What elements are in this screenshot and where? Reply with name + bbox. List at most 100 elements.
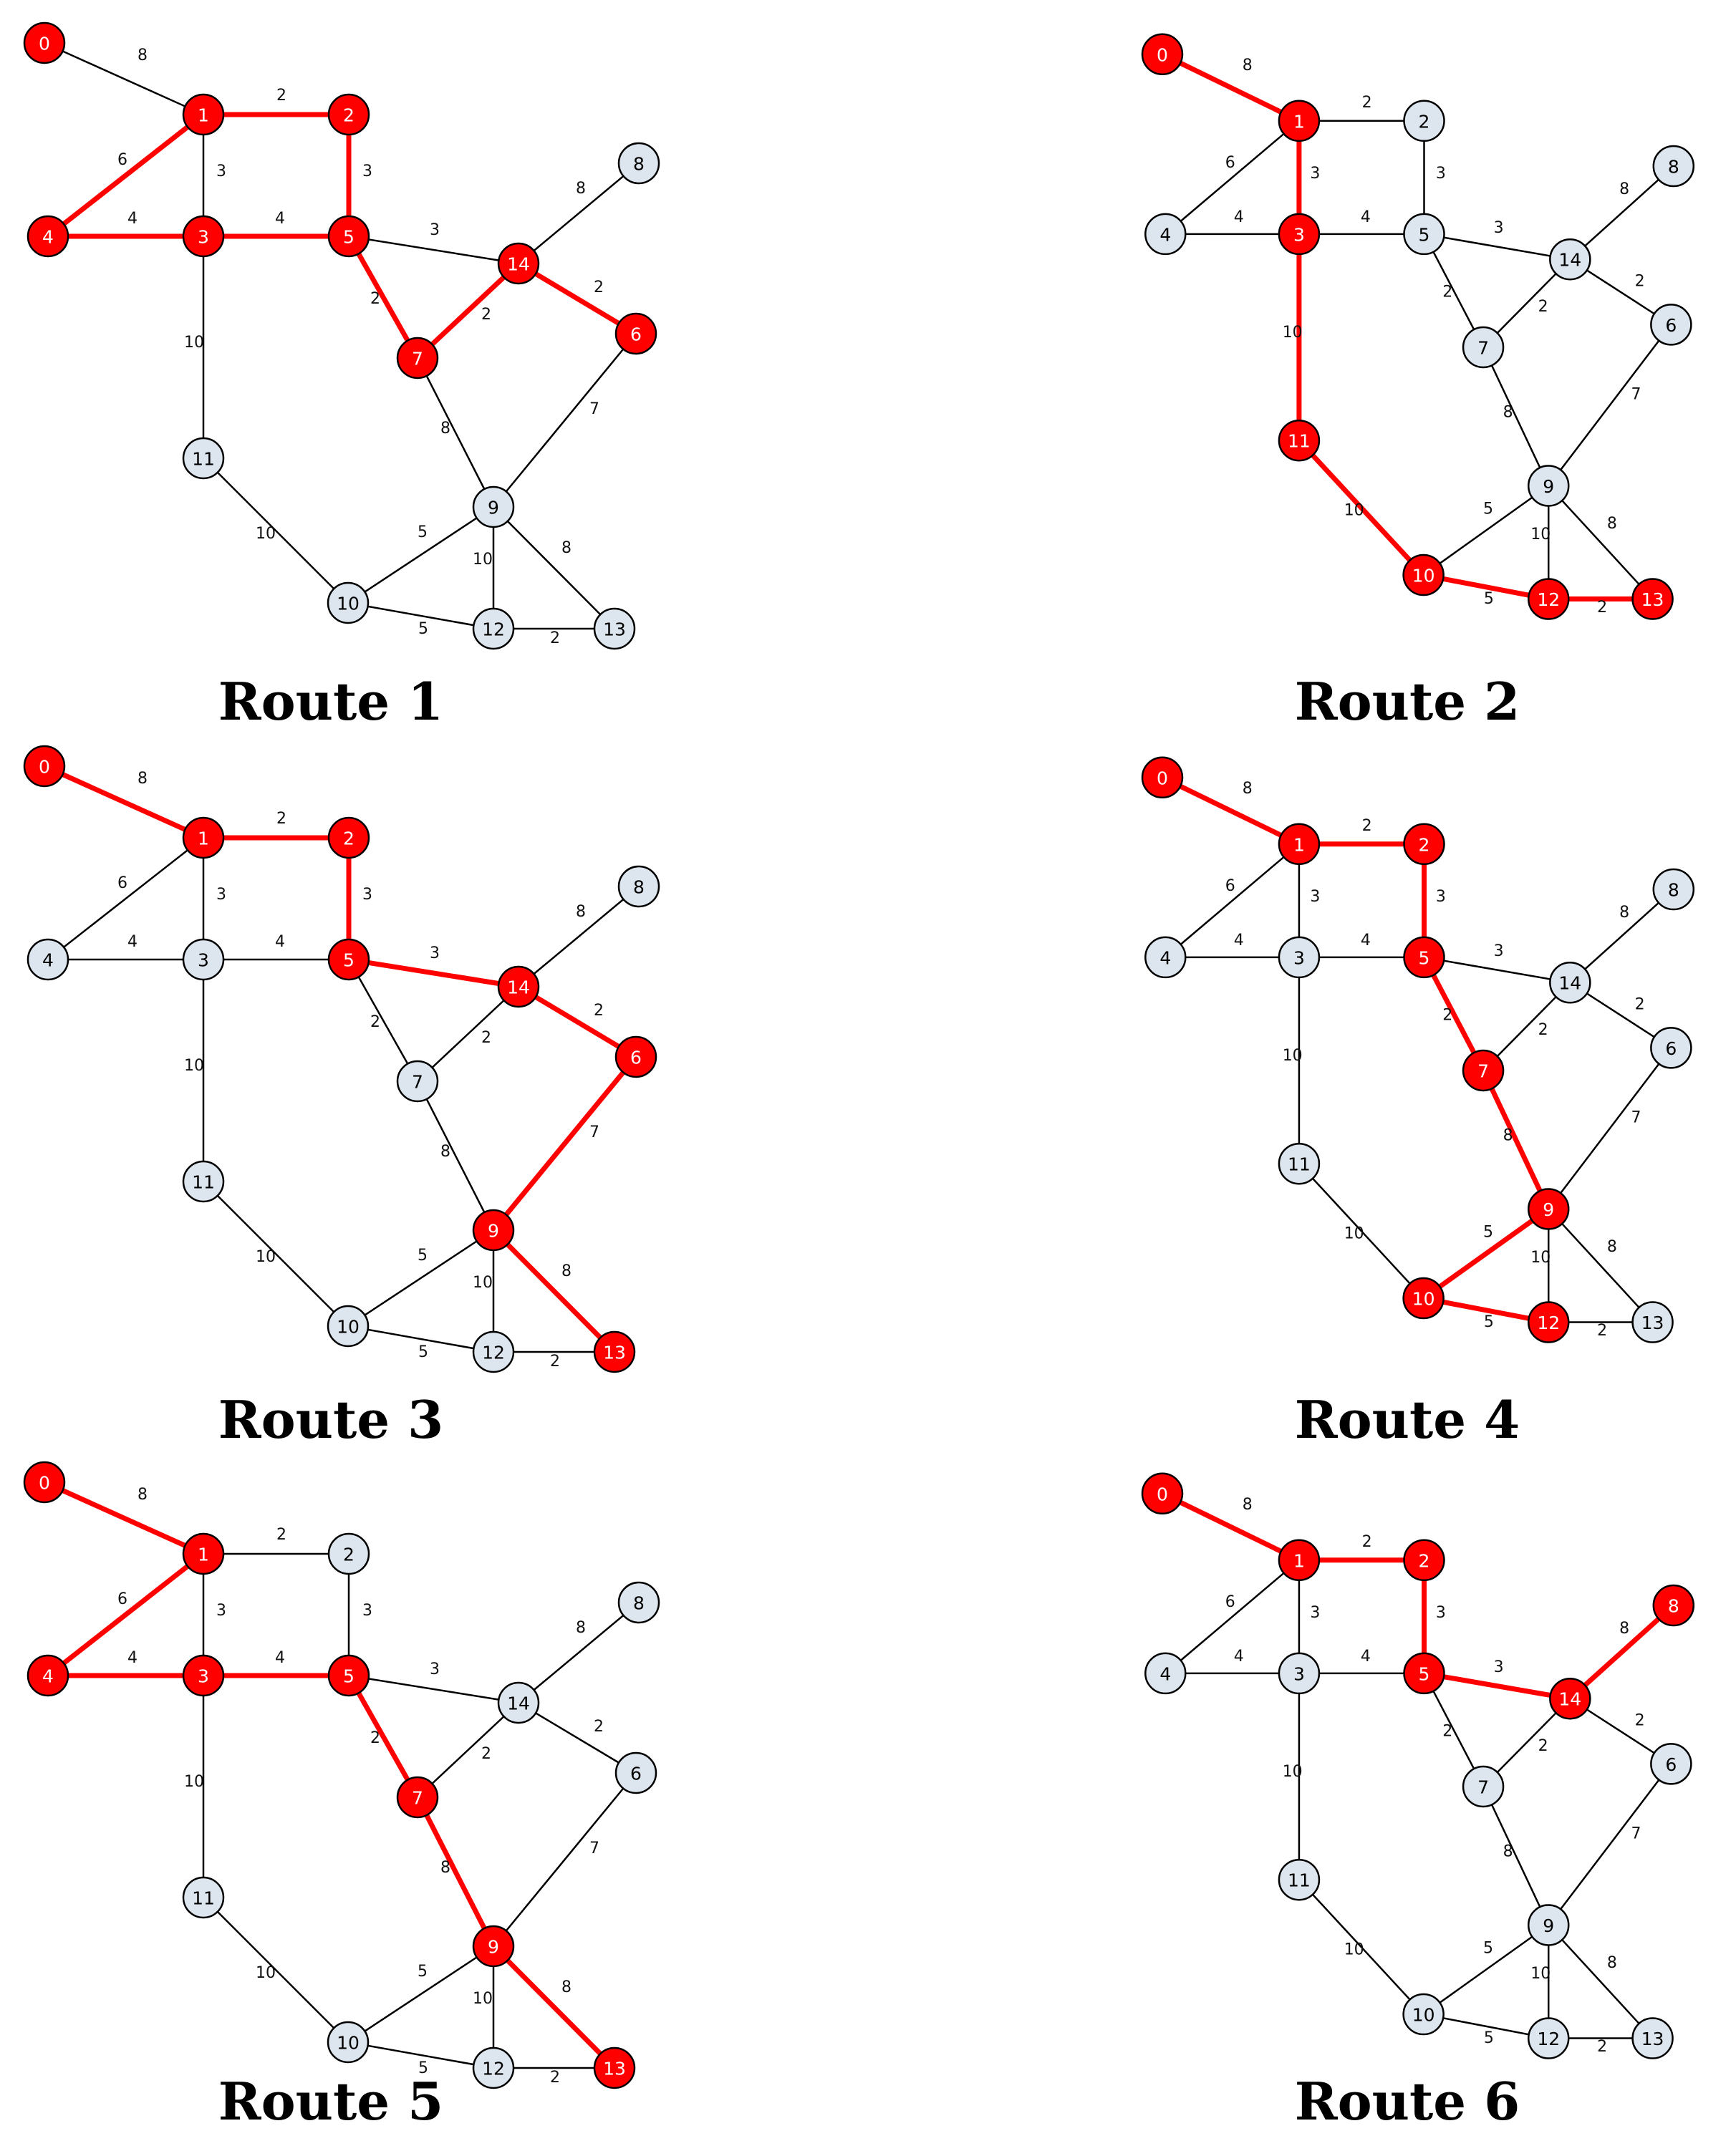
- node-0: [1141, 1472, 1184, 1515]
- edge-1-4: [47, 837, 204, 960]
- node-label-2: 2: [1419, 1550, 1430, 1571]
- node-4: [26, 938, 69, 981]
- route-title-2: Route 2: [1295, 671, 1520, 732]
- edge-0-1: [1161, 52, 1301, 123]
- edge-14-8: [1568, 1603, 1676, 1701]
- edge-weight-1-4: 6: [1225, 877, 1235, 895]
- edge-weight-0-1: 8: [138, 47, 148, 64]
- node-label-1: 1: [198, 828, 209, 849]
- node-label-8: 8: [633, 877, 645, 898]
- node-label-3: 3: [1293, 947, 1305, 968]
- edge-14-8: [518, 163, 640, 264]
- edge-6-9: [1548, 1047, 1672, 1210]
- node-label-14: 14: [507, 977, 530, 998]
- node-label-9: 9: [488, 1221, 499, 1242]
- node-2: [1403, 1539, 1445, 1582]
- node-1: [182, 93, 225, 136]
- node-label-7: 7: [412, 1788, 423, 1809]
- node-11: [182, 437, 225, 480]
- route-title-3: Route 3: [218, 1389, 443, 1450]
- edge-weight-14-8: 8: [1619, 180, 1629, 198]
- node-label-3: 3: [1293, 224, 1305, 245]
- edge-14-7: [415, 261, 521, 360]
- node-12: [1527, 578, 1570, 620]
- edge-weight-3-11: 10: [1283, 1047, 1303, 1065]
- edge-11-10: [203, 458, 349, 604]
- node-11: [1278, 419, 1321, 462]
- node-6: [1650, 1027, 1692, 1069]
- node-3: [182, 938, 225, 981]
- node-4: [1144, 1652, 1187, 1695]
- edge-weight-3-11: 10: [184, 1057, 204, 1075]
- edge-weight-6-9: 7: [589, 400, 599, 418]
- node-0: [1141, 756, 1184, 799]
- node-label-0: 0: [1157, 1484, 1168, 1504]
- node-6: [614, 1751, 657, 1794]
- route-title-1: Route 1: [218, 671, 443, 732]
- edge-6-9: [493, 333, 637, 508]
- node-label-11: 11: [192, 1888, 215, 1909]
- node-7: [396, 1060, 439, 1103]
- edge-weight-9-10: 5: [418, 1963, 428, 1981]
- node-label-9: 9: [1543, 476, 1554, 497]
- edge-9-10: [347, 1945, 494, 2044]
- edge-10-12: [347, 1325, 494, 1353]
- edge-7-9: [415, 1796, 496, 1948]
- edge-10-12: [1422, 572, 1549, 601]
- edge-weight-14-7: 2: [1538, 1737, 1548, 1755]
- edge-weight-10-12: 5: [418, 1343, 428, 1361]
- node-label-14: 14: [1558, 250, 1581, 271]
- node-label-8: 8: [1668, 1596, 1679, 1617]
- edge-weight-10-12: 5: [1484, 2029, 1494, 2047]
- node-11: [182, 1876, 225, 1919]
- node-4: [1144, 936, 1187, 979]
- edge-14-6: [518, 1701, 637, 1774]
- edge-weight-1-3: 3: [1310, 888, 1320, 906]
- node-label-12: 12: [482, 2059, 505, 2079]
- edge-10-12: [347, 2041, 494, 2069]
- node-label-4: 4: [1159, 947, 1171, 968]
- edge-weight-3-5: 4: [275, 933, 285, 951]
- node-label-12: 12: [482, 1343, 505, 1363]
- edge-weight-1-2: 2: [276, 87, 286, 105]
- edge-weight-9-10: 5: [418, 523, 428, 541]
- edge-1-4: [46, 1552, 206, 1678]
- node-14: [497, 965, 540, 1008]
- edge-weight-14-6: 2: [594, 1002, 604, 1020]
- node-1: [1278, 823, 1321, 866]
- edge-weight-14-8: 8: [576, 1619, 586, 1637]
- edge-14-8: [1569, 889, 1674, 984]
- edge-weight-5-7: 2: [1442, 1722, 1452, 1740]
- edge-weight-1-3: 3: [216, 163, 226, 180]
- edge-weight-14-8: 8: [576, 180, 586, 198]
- node-6: [1650, 1743, 1692, 1785]
- edge-9-10: [347, 506, 494, 604]
- edge-weight-5-14: 3: [1494, 942, 1504, 960]
- node-10: [1402, 1277, 1445, 1320]
- node-9: [1527, 1904, 1570, 1946]
- node-label-12: 12: [1537, 589, 1560, 610]
- edge-9-10: [347, 1229, 494, 1328]
- node-14: [497, 1681, 540, 1724]
- node-label-5: 5: [1419, 224, 1430, 245]
- node-label-3: 3: [198, 1666, 209, 1687]
- edge-weight-9-12: 10: [1530, 1249, 1551, 1267]
- edge-5-14: [348, 1674, 519, 1704]
- node-14: [1549, 1677, 1591, 1720]
- edge-weight-1-2: 2: [1362, 817, 1372, 835]
- node-label-2: 2: [343, 828, 355, 849]
- node-13: [1631, 1301, 1674, 1343]
- edge-weight-14-8: 8: [1619, 1620, 1629, 1638]
- node-label-9: 9: [488, 498, 499, 518]
- edge-weight-6-9: 7: [1631, 1109, 1641, 1127]
- edge-10-12: [347, 601, 494, 630]
- route-title-4: Route 4: [1295, 1389, 1520, 1450]
- edge-weight-5-14: 3: [430, 944, 440, 962]
- edge-weight-0-1: 8: [138, 770, 148, 788]
- edge-weight-7-9: 8: [440, 1143, 450, 1161]
- edge-weight-1-4: 6: [1225, 154, 1235, 172]
- node-5: [327, 215, 370, 258]
- node-10: [1402, 1993, 1445, 2036]
